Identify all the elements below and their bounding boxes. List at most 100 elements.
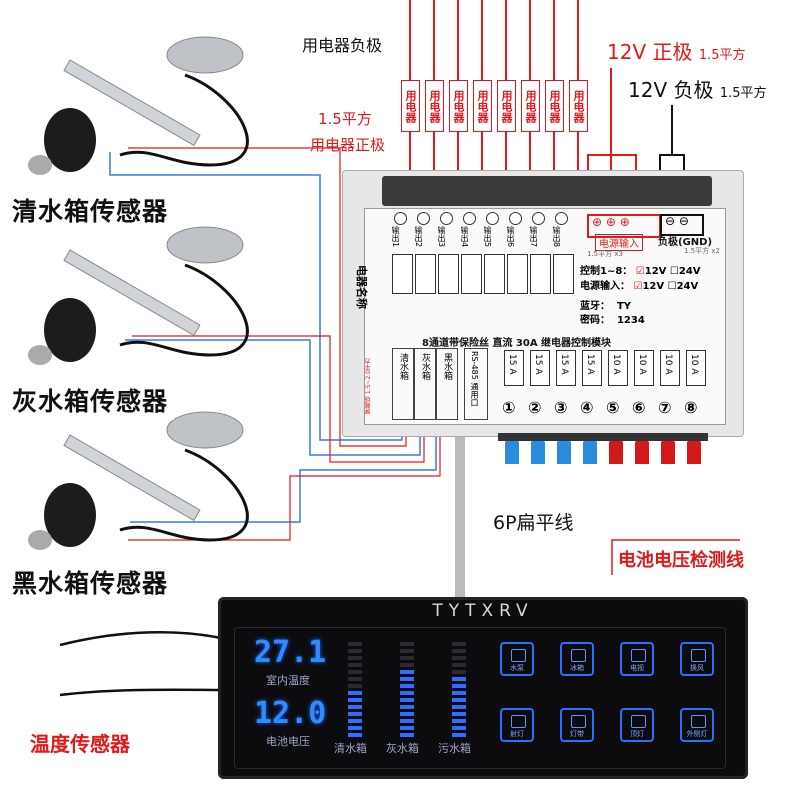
temperature-label: 室内温度 — [266, 674, 310, 687]
panel-button-icon — [691, 715, 706, 728]
relay-led-base — [602, 433, 630, 441]
panel-button-label: 水泵 — [510, 664, 524, 672]
control-row-label: 控制1~8： — [580, 266, 633, 277]
fuse-rating: 15 A — [533, 354, 543, 375]
panel-button[interactable]: 电视 — [620, 642, 654, 676]
power-24v-label: 24V — [676, 281, 699, 292]
channel-number: ② — [528, 398, 542, 417]
channel-number: ④ — [580, 398, 594, 417]
terminal-block — [382, 176, 712, 206]
appliance-name-box[interactable] — [438, 254, 459, 294]
control-12v-check[interactable]: ☑ — [635, 266, 645, 277]
fuse: 10 A — [686, 350, 706, 386]
load-tag: 用电器 — [425, 80, 444, 132]
tank-bar-segment — [452, 691, 466, 695]
panel-button[interactable]: 射灯 — [500, 708, 534, 742]
fuse-rating: 10 A — [689, 354, 699, 375]
appliance-name-box[interactable] — [553, 254, 574, 294]
tank-label: 清水箱 — [334, 742, 367, 755]
password-value: 1234 — [616, 315, 645, 326]
panel-button[interactable]: 水泵 — [500, 642, 534, 676]
tank-bar-segment — [400, 677, 414, 681]
battery-detect-label: 电池电压检测线 — [618, 550, 744, 571]
tank-port: 灰水箱 — [414, 348, 436, 420]
pos-12v-text: 12V 正极 — [607, 40, 693, 64]
output-terminal-icon — [509, 212, 522, 225]
panel-button[interactable]: 灯带 — [560, 708, 594, 742]
output-label: 输出8 — [552, 226, 561, 248]
temperature-display: 27.1 — [254, 635, 327, 670]
power-input-gauge: 1.5平方 x3 — [587, 250, 623, 258]
panel-button-icon — [571, 715, 586, 728]
panel-brand: TYTXRV — [432, 601, 534, 621]
fuse: 15 A — [530, 350, 550, 386]
panel-face — [234, 627, 726, 769]
output-terminal-icon — [532, 212, 545, 225]
output-terminal-icon — [440, 212, 453, 225]
control-voltage-row: 控制1~8： ☑12V ☐24V — [580, 262, 701, 277]
fuse: 15 A — [504, 350, 524, 386]
relay-led-icon — [557, 440, 571, 464]
relay-led-base — [654, 433, 682, 441]
tank-bar-segment — [452, 663, 466, 667]
bluetooth-row: 蓝牙： TY — [580, 297, 631, 312]
appliance-name-box[interactable] — [415, 254, 436, 294]
tank-bar-segment — [348, 726, 362, 730]
appliance-name-box[interactable] — [392, 254, 413, 294]
gray-tank-sensor-drawing — [28, 226, 249, 365]
panel-button-label: 顶灯 — [630, 730, 644, 738]
tank-port: 清水箱 — [392, 348, 414, 420]
output-label: 输出6 — [506, 226, 515, 248]
relay-led-icon — [687, 440, 701, 464]
temp-sensor-label: 温度传感器 — [30, 732, 130, 756]
relay-led-base — [628, 433, 656, 441]
tank-bar-segment — [348, 677, 362, 681]
tank-bar-segment — [400, 649, 414, 653]
pos-12v-label: 12V 正极 1.5平方 — [607, 36, 746, 65]
voltage-display: 12.0 — [254, 696, 327, 731]
output-terminal-icon — [486, 212, 499, 225]
power-12v-check[interactable]: ☑ — [633, 281, 643, 292]
panel-button-icon — [691, 649, 706, 662]
channel-number: ① — [502, 398, 516, 417]
tank-bar-segment — [348, 691, 362, 695]
panel-button-label: 外侧灯 — [686, 730, 708, 738]
control-24v-check[interactable]: ☐ — [669, 266, 679, 277]
appliance-name-box[interactable] — [461, 254, 482, 294]
tank-bar-segment — [400, 726, 414, 730]
pos-12v-gauge: 1.5平方 — [698, 48, 746, 63]
tank-bar-segment — [452, 719, 466, 723]
bluetooth-value: TY — [616, 301, 632, 312]
load-tag: 用电器 — [449, 80, 468, 132]
gnd-label: 负极(GND) — [658, 237, 713, 248]
relay-led-base — [680, 433, 708, 441]
power-24v-check[interactable]: ☐ — [667, 281, 677, 292]
panel-button[interactable]: 换风 — [680, 642, 714, 676]
output-label: 输出1 — [391, 226, 400, 248]
relay-led-icon — [635, 440, 649, 464]
tank-bar-segment — [348, 705, 362, 709]
appliance-name-box[interactable] — [530, 254, 551, 294]
tank-port: 黑水箱 — [436, 348, 458, 420]
channel-number: ⑧ — [684, 398, 698, 417]
output-label: 输出4 — [460, 226, 469, 248]
power-input-label: 电源输入 — [595, 234, 643, 251]
panel-button-icon — [571, 649, 586, 662]
tank-bar-segment — [400, 642, 414, 646]
gnd-terminals: ⊖ ⊖ — [660, 214, 704, 236]
appliance-name-box[interactable] — [507, 254, 528, 294]
output-terminal-icon — [555, 212, 568, 225]
tank-bar — [452, 637, 466, 737]
load-tag: 用电器 — [401, 80, 420, 132]
tank-bar-segment — [452, 642, 466, 646]
flat-cable-label: 6P扁平线 — [493, 512, 574, 534]
load-tag: 用电器 — [473, 80, 492, 132]
panel-button[interactable]: 冰箱 — [560, 642, 594, 676]
panel-button[interactable]: 顶灯 — [620, 708, 654, 742]
black-tank-sensor-label: 黑水箱传感器 — [6, 562, 175, 602]
appliance-name-box[interactable] — [484, 254, 505, 294]
tank-bar-segment — [452, 705, 466, 709]
tank-bar-segment — [348, 712, 362, 716]
panel-button[interactable]: 外侧灯 — [680, 708, 714, 742]
